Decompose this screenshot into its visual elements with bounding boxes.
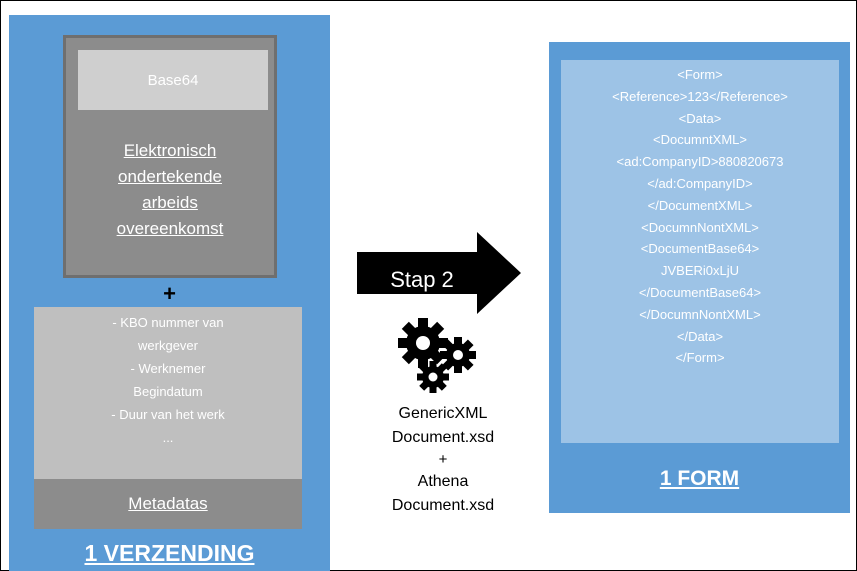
schema-line: GenericXML <box>398 405 488 422</box>
signed-contract-box: Base64 Elektronisch ondertekende arbeids… <box>63 35 277 278</box>
xml-content-box: <Form> <Reference>123</Reference> <Data>… <box>561 60 839 443</box>
schema-line: Athena <box>417 473 469 490</box>
schema-text: GenericXML Document.xsd + Athena Documen… <box>368 402 518 518</box>
metadata-line: - Werknemer <box>130 361 206 376</box>
xml-line: <Form> <box>677 67 723 82</box>
metadata-line: - KBO nummer van <box>112 315 224 330</box>
plus-sign: + <box>163 281 176 306</box>
xml-line: </DocumentXML> <box>647 197 753 213</box>
schema-plus: + <box>438 451 448 468</box>
xml-line: <ad:CompanyID>880820673 <box>616 154 784 170</box>
contract-title-line: overeenkomst <box>116 219 224 238</box>
metadata-line: werkgever <box>138 338 198 353</box>
xml-line: </DocumentBase64> <box>638 284 762 300</box>
xml-lines: <Form> <Reference>123</Reference> <Data>… <box>561 64 839 369</box>
metadata-footer: Metadatas <box>34 479 302 529</box>
metadata-line: Begindatum <box>133 384 203 399</box>
xml-line: </Data> <box>676 328 724 344</box>
xml-line: <DocumntXML> <box>653 132 747 148</box>
base64-label: Base64 <box>78 50 268 110</box>
xml-line: </Form> <box>675 350 725 366</box>
xml-line: <DocumentBase64> <box>640 241 760 257</box>
verzending-panel: Base64 Elektronisch ondertekende arbeids… <box>9 15 330 571</box>
contract-title: Elektronisch ondertekende arbeids overee… <box>66 138 274 242</box>
metadata-label: Metadatas <box>128 494 208 513</box>
form-panel: <Form> <Reference>123</Reference> <Data>… <box>549 42 850 513</box>
xml-line: <DocumnNontXML> <box>641 219 759 235</box>
gears-icon <box>398 318 476 393</box>
contract-title-line: ondertekende <box>118 167 222 186</box>
xml-line: </ad:CompanyID> <box>647 175 753 191</box>
right-arrow-icon <box>357 232 521 314</box>
xml-line: <Data> <box>678 110 722 126</box>
form-caption: 1 FORM <box>659 467 740 490</box>
xml-line: </DocumnNontXML> <box>639 306 761 322</box>
xml-line: <Reference>123</Reference> <box>612 88 788 104</box>
xml-line: JVBERi0xLjU <box>660 263 740 279</box>
contract-title-line: arbeids <box>142 193 198 212</box>
metadata-list: - KBO nummer van werkgever - Werknemer B… <box>34 311 302 449</box>
metadata-box: - KBO nummer van werkgever - Werknemer B… <box>34 307 302 529</box>
metadata-line: - Duur van het werk <box>111 407 225 422</box>
schema-line: Document.xsd <box>391 429 495 446</box>
contract-title-line: Elektronisch <box>123 141 217 160</box>
stap-label: Stap 2 <box>390 267 454 292</box>
metadata-line: ... <box>162 430 174 445</box>
schema-line: Document.xsd <box>391 497 495 514</box>
verzending-caption: 1 VERZENDING <box>84 540 255 566</box>
